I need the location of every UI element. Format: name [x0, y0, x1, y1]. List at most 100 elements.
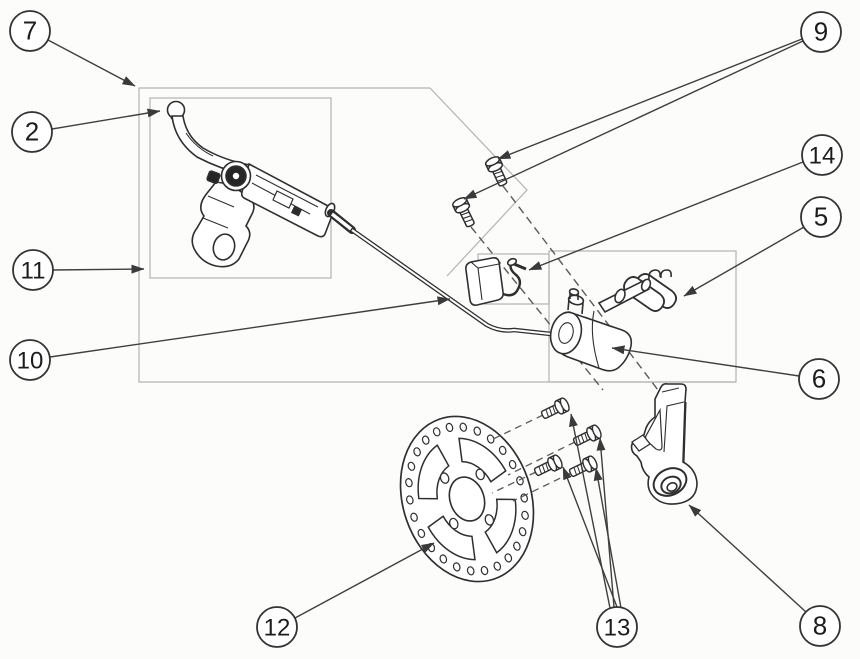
caliper-adapter [630, 383, 698, 505]
callout-number-7: 7 [23, 16, 37, 46]
rotor-hole [445, 423, 454, 433]
rotor-hole [493, 561, 502, 571]
rotor-mount-hole [475, 468, 486, 481]
callout-layer: 7 2 11 10 12 13 8 6 5 149 [9, 10, 843, 648]
rotor-hole [466, 566, 475, 576]
rotor-hole [480, 566, 489, 576]
assembly-box-cut-corner [429, 87, 528, 277]
leader-line-10 [49, 296, 451, 358]
callout-number-2: 2 [25, 117, 39, 147]
rotor-hole [513, 541, 522, 551]
callout-number-14: 14 [809, 143, 836, 170]
disc-rotor [379, 398, 555, 599]
callout-circle-11 [12, 249, 54, 291]
rotor-hole [518, 527, 527, 537]
rotor-hole [486, 434, 495, 444]
clamp-block-face-lines [470, 261, 500, 301]
callout-circle-13 [596, 606, 638, 648]
callout-2: 2 [11, 108, 161, 153]
callout-circle-12 [256, 606, 298, 648]
rotor-mount-hole [439, 472, 450, 485]
callout-number-10: 10 [17, 348, 44, 375]
clamp-bolt-shaft [513, 262, 527, 271]
callout-number-6: 6 [812, 364, 826, 394]
rotor-hole [508, 460, 517, 470]
adapter-boss-hole [666, 482, 678, 492]
caliper-bridge-line [591, 310, 600, 369]
hose-core [351, 229, 552, 335]
assembly-box [138, 87, 736, 383]
hose-boot-core [330, 212, 353, 231]
rotor-slots [404, 427, 530, 571]
rotor-mount-hole [448, 517, 459, 530]
handlebar-clamp-hole [212, 233, 236, 261]
rotor-bolt-a [538, 396, 572, 423]
leader-line-9 [463, 40, 804, 200]
callout-circle-2 [11, 111, 53, 153]
dashed-line-bolt1 [502, 185, 659, 391]
callout-14: 14 [528, 134, 843, 271]
rotor-bolt-c [531, 453, 565, 480]
alignment-dashed-lines [470, 185, 659, 391]
construction-boxes [138, 87, 737, 383]
brake-caliper [549, 278, 652, 372]
caliper-tube-end [640, 278, 652, 292]
lever-pivot-center [232, 172, 240, 180]
callout-9: 9 [463, 11, 842, 200]
leader-line-9 [497, 38, 803, 160]
callout-circle-14 [801, 134, 843, 176]
callout-circle-9 [800, 11, 842, 53]
rotor-hole [459, 422, 468, 432]
lever-box [149, 97, 332, 279]
dashed-line-bolt2 [470, 226, 604, 391]
callout-number-13: 13 [604, 615, 631, 642]
callout-number-5: 5 [814, 202, 828, 232]
leader-line-13 [569, 413, 611, 609]
callout-number-11: 11 [21, 258, 46, 285]
clamp-bolt-head [506, 257, 518, 267]
caliper-banjo-top [567, 294, 585, 306]
rotor-hole [405, 478, 414, 488]
callout-8: 8 [688, 504, 841, 647]
leader-line-8 [688, 504, 807, 613]
rotor-hole [410, 512, 419, 522]
leader-line-5 [683, 226, 805, 297]
rotor-mount-hole [484, 514, 495, 527]
clamp-strap [502, 262, 522, 297]
callout-5: 5 [683, 196, 842, 297]
leader-line-11 [52, 264, 145, 274]
callout-6: 6 [611, 345, 840, 400]
rotor-hole [521, 510, 530, 520]
caliper-banjo-cap [568, 288, 580, 296]
rotor-hole [413, 447, 422, 457]
hydraulic-hose [327, 209, 552, 337]
rotor-mount-holes [433, 460, 500, 537]
callout-number-12: 12 [264, 615, 291, 642]
rotor-hole [407, 461, 416, 471]
reach-adjust-knob [206, 170, 221, 184]
callout-circle-8 [799, 605, 841, 647]
callout-circle-7 [9, 10, 51, 52]
adapter-tab [631, 434, 651, 452]
leader-line-2 [51, 108, 161, 130]
master-cylinder-port [290, 205, 302, 217]
rotor-center-hole [444, 472, 491, 526]
clamp-block [465, 257, 504, 306]
leader-line-13 [596, 437, 615, 608]
pad-spring-ears [648, 269, 672, 280]
rotor-hole [432, 427, 441, 437]
brake-lever-assembly [166, 100, 336, 268]
caliper-tube-collar [614, 288, 626, 304]
leader-line-12 [294, 542, 435, 619]
mounting-bolt-2 [450, 195, 479, 230]
leader-line-13 [593, 467, 622, 609]
rotor-hole [417, 529, 426, 539]
rotor-bolt-dashed-lines [488, 414, 576, 502]
hose-guide-clamp [465, 257, 527, 306]
lever-blade-inner-line [185, 132, 214, 157]
handlebar-clamp-lines [202, 195, 235, 229]
callout-10: 10 [9, 296, 451, 381]
rotor-hole [439, 554, 448, 564]
rotor-plane [379, 398, 555, 599]
